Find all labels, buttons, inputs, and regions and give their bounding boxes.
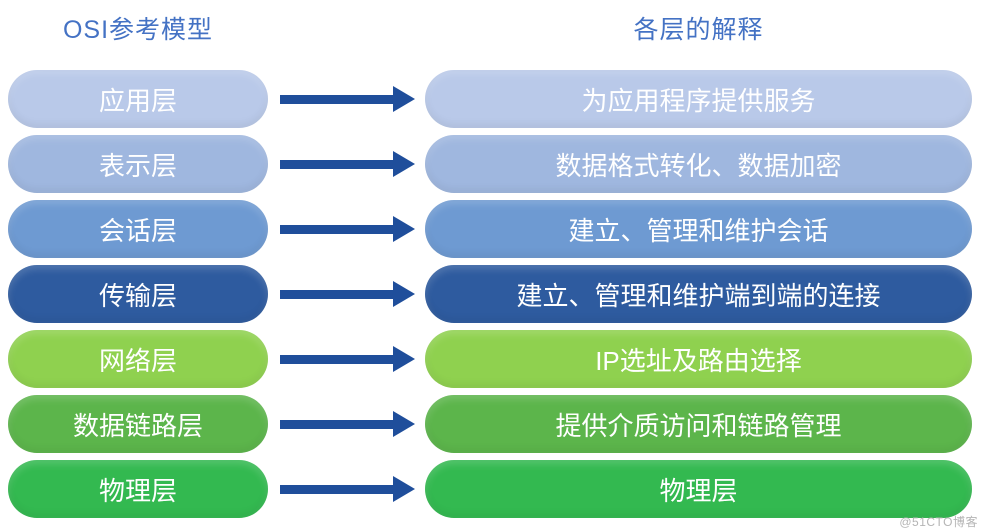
arrow-head <box>393 151 415 177</box>
layer-row-physical: 物理层 物理层 <box>8 460 972 518</box>
layer-row-transport: 传输层 建立、管理和维护端到端的连接 <box>8 265 972 323</box>
right-arrow-icon <box>268 411 425 437</box>
right-arrow-icon <box>268 216 425 242</box>
arrow-head <box>393 281 415 307</box>
layer-description-pill: 建立、管理和维护会话 <box>425 200 972 258</box>
arrow-shaft <box>280 289 393 299</box>
arrow-shaft <box>280 224 393 234</box>
layer-row-network: 网络层 IP选址及路由选择 <box>8 330 972 388</box>
arrow-head <box>393 476 415 502</box>
layer-name-pill: 表示层 <box>8 135 268 193</box>
layer-name-pill: 物理层 <box>8 460 268 518</box>
layer-description-pill: IP选址及路由选择 <box>425 330 972 388</box>
layer-description-pill: 建立、管理和维护端到端的连接 <box>425 265 972 323</box>
layer-row-datalink: 数据链路层 提供介质访问和链路管理 <box>8 395 972 453</box>
layer-name-pill: 数据链路层 <box>8 395 268 453</box>
right-arrow-icon <box>268 346 425 372</box>
layer-description-pill: 物理层 <box>425 460 972 518</box>
layer-name-pill: 网络层 <box>8 330 268 388</box>
layer-name-pill: 会话层 <box>8 200 268 258</box>
left-column-title: OSI参考模型 <box>62 16 214 44</box>
layer-row-session: 会话层 建立、管理和维护会话 <box>8 200 972 258</box>
layer-description-pill: 数据格式转化、数据加密 <box>425 135 972 193</box>
arrow-head <box>393 216 415 242</box>
right-arrow-icon <box>268 86 425 112</box>
arrow-shaft <box>280 484 393 494</box>
layer-rows: 应用层 为应用程序提供服务 表示层 数据格式转化、数据加密 会话层 建立、管理和… <box>8 70 972 518</box>
layer-name-pill: 应用层 <box>8 70 268 128</box>
layer-description-pill: 提供介质访问和链路管理 <box>425 395 972 453</box>
arrow-shaft <box>280 94 393 104</box>
right-arrow-icon <box>268 151 425 177</box>
arrow-shaft <box>280 419 393 429</box>
right-arrow-icon <box>268 281 425 307</box>
arrow-head <box>393 411 415 437</box>
arrow-head <box>393 86 415 112</box>
layer-description-pill: 为应用程序提供服务 <box>425 70 972 128</box>
arrow-head <box>393 346 415 372</box>
arrow-shaft <box>280 159 393 169</box>
watermark: @51CTO博客 <box>899 515 978 529</box>
right-column-title: 各层的解释 <box>633 16 764 44</box>
arrow-shaft <box>280 354 393 364</box>
layer-name-pill: 传输层 <box>8 265 268 323</box>
layer-row-application: 应用层 为应用程序提供服务 <box>8 70 972 128</box>
layer-row-presentation: 表示层 数据格式转化、数据加密 <box>8 135 972 193</box>
right-arrow-icon <box>268 476 425 502</box>
